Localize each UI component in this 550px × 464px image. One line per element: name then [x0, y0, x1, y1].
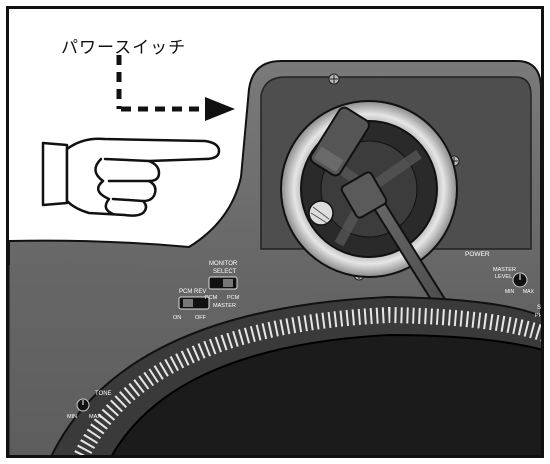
platter	[111, 333, 541, 455]
tone-max-label: MAX	[89, 414, 101, 420]
turntable-illustration: PCM REV ON OFF MONITOR SELECT PCM PCM MA…	[9, 55, 543, 455]
tone-label: TONE	[95, 391, 112, 397]
select-label: SELECT	[213, 269, 237, 275]
pcm-rev-on-label: ON	[173, 315, 181, 321]
monitor-label: MONITOR	[209, 261, 238, 267]
tone-min-label: MIN	[67, 414, 77, 420]
power-label: POWER	[465, 251, 490, 258]
monitor-pcm-left-label: PCM	[205, 295, 218, 301]
dashed-arrow-icon	[116, 55, 235, 121]
pcm-rev-off-label: OFF	[195, 315, 207, 321]
pointing-hand-icon	[41, 137, 221, 217]
strobe-dots	[73, 306, 541, 455]
master-level-min-label: MIN	[505, 289, 515, 295]
master-level-label-1: MASTER	[493, 267, 516, 273]
edge-label-1: S	[537, 305, 541, 311]
anti-skate-knob[interactable]	[308, 200, 334, 226]
master-level-max-label: MAX	[523, 289, 535, 295]
master-level-label-2: LEVEL	[495, 274, 512, 280]
tone-knob[interactable]	[76, 398, 90, 412]
pcm-rev-label: PCM REV	[179, 289, 206, 295]
edge-label-2: PH	[535, 313, 543, 319]
illustration-frame: PCM REV ON OFF MONITOR SELECT PCM PCM MA…	[6, 6, 544, 458]
monitor-pcm-right-label: PCM	[227, 295, 240, 301]
monitor-master-label: MASTER	[213, 303, 236, 309]
power-switch-callout-label: パワースイッチ	[61, 38, 187, 58]
master-level-knob[interactable]	[512, 272, 528, 288]
